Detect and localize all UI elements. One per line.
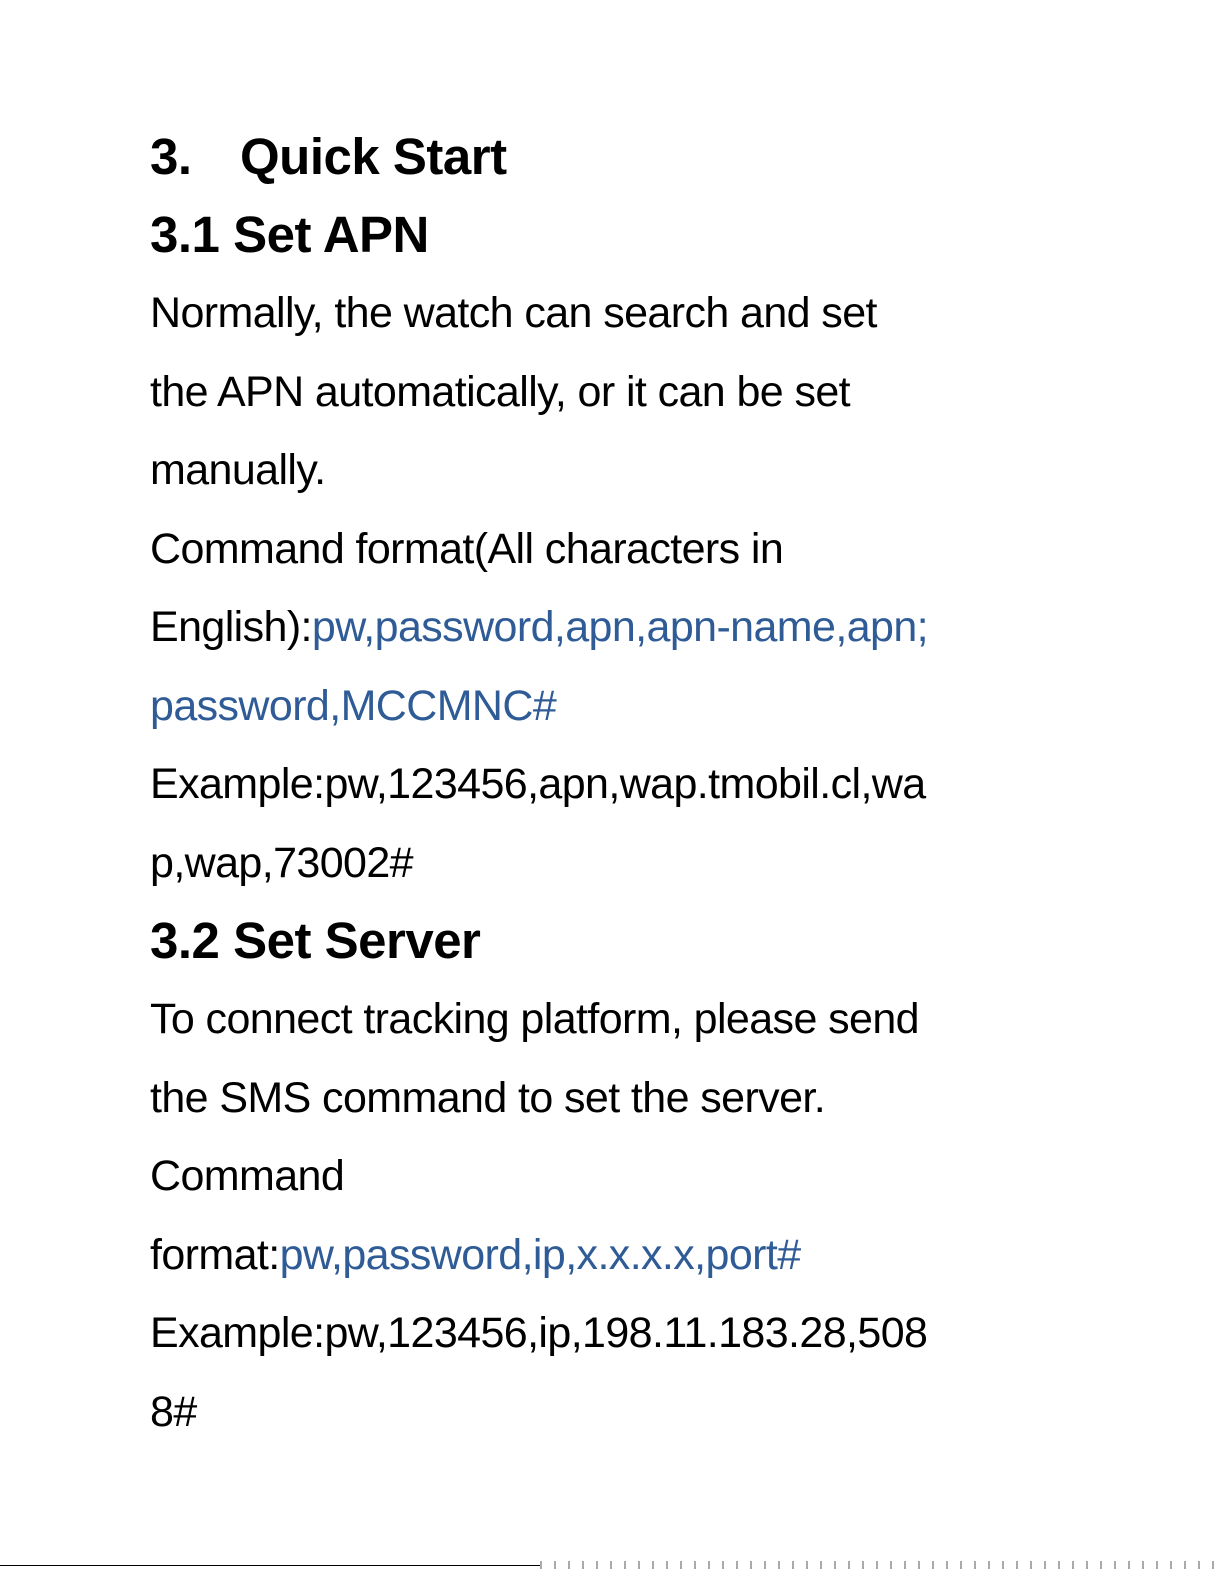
apn-example-line-2: p,wap,73002# <box>150 838 414 887</box>
apn-text-line-1: Normally, the watch can search and set <box>150 289 877 337</box>
server-example-line-1: Example:pw,123456,ip,198.11.183.28,508 <box>150 1309 928 1357</box>
server-text-line-2: the SMS command to set the server. <box>150 1073 826 1122</box>
server-text-line-1: To connect tracking platform, please sen… <box>150 995 920 1043</box>
apn-format-line: English):pw,password,apn,apn-name,apn; <box>150 588 1190 667</box>
apn-example-line-1: Example:pw,123456,apn,wap.tmobil.cl,wa <box>150 760 926 808</box>
apn-heading: 3.1 Set APN <box>150 206 429 263</box>
apn-format-prefix: English): <box>150 603 313 651</box>
server-format-prefix: format: <box>150 1230 280 1279</box>
server-text-line-3: Command <box>150 1152 345 1200</box>
footer-divider <box>0 1565 540 1566</box>
server-example-line-2: 8# <box>150 1387 197 1436</box>
document-page: 3. Quick Start 3.1 Set APN Normally, the … <box>150 118 1190 1451</box>
apn-text-line-3: manually. <box>150 446 326 494</box>
apn-command-format: pw,password,apn,apn-name,apn; <box>311 603 929 651</box>
section-title: Quick Start <box>240 128 507 185</box>
apn-text-line-4: Command format(All characters in <box>150 524 784 573</box>
server-heading: 3.2 Set Server <box>150 912 481 969</box>
server-command-format: pw,password,ip,x.x.x.x,port# <box>279 1230 802 1279</box>
footer-cut-text <box>540 1561 1220 1569</box>
server-format-line: format:pw,password,ip,x.x.x.x,port# <box>150 1216 1190 1295</box>
section-number: 3. <box>150 128 192 185</box>
apn-command-format-cont: password,MCCMNC# <box>150 681 557 730</box>
section-heading: 3. Quick Start <box>150 118 1190 196</box>
apn-text-line-2: the APN automatically, or it can be set <box>150 367 851 416</box>
